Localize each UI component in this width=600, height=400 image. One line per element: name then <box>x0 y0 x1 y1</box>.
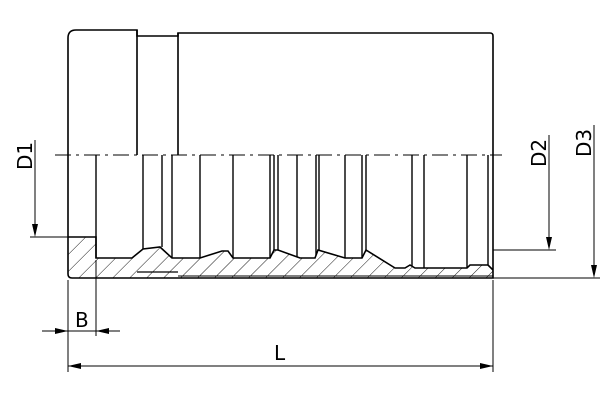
arrow-b-left <box>55 328 68 334</box>
dimension-arrows <box>32 224 597 369</box>
dimension-label-l: L <box>274 341 286 365</box>
outer-contour <box>67 29 494 279</box>
dimension-label-d2: D2 <box>527 139 551 167</box>
bore-lines <box>95 155 489 268</box>
hatched-section <box>68 237 493 278</box>
arrow-d2 <box>546 237 552 250</box>
outline <box>67 29 494 279</box>
arrow-d1 <box>32 224 38 237</box>
arrow-l-left <box>68 363 81 369</box>
arrow-d3 <box>591 265 597 278</box>
arrow-b-right <box>96 328 109 334</box>
dimension-lines <box>30 125 600 372</box>
dimension-label-b: B <box>75 308 89 332</box>
arrow-l-right <box>480 363 493 369</box>
inner-profile <box>68 236 494 271</box>
dimension-label-d3: D3 <box>572 129 596 157</box>
dimension-label-d1: D1 <box>13 142 37 170</box>
